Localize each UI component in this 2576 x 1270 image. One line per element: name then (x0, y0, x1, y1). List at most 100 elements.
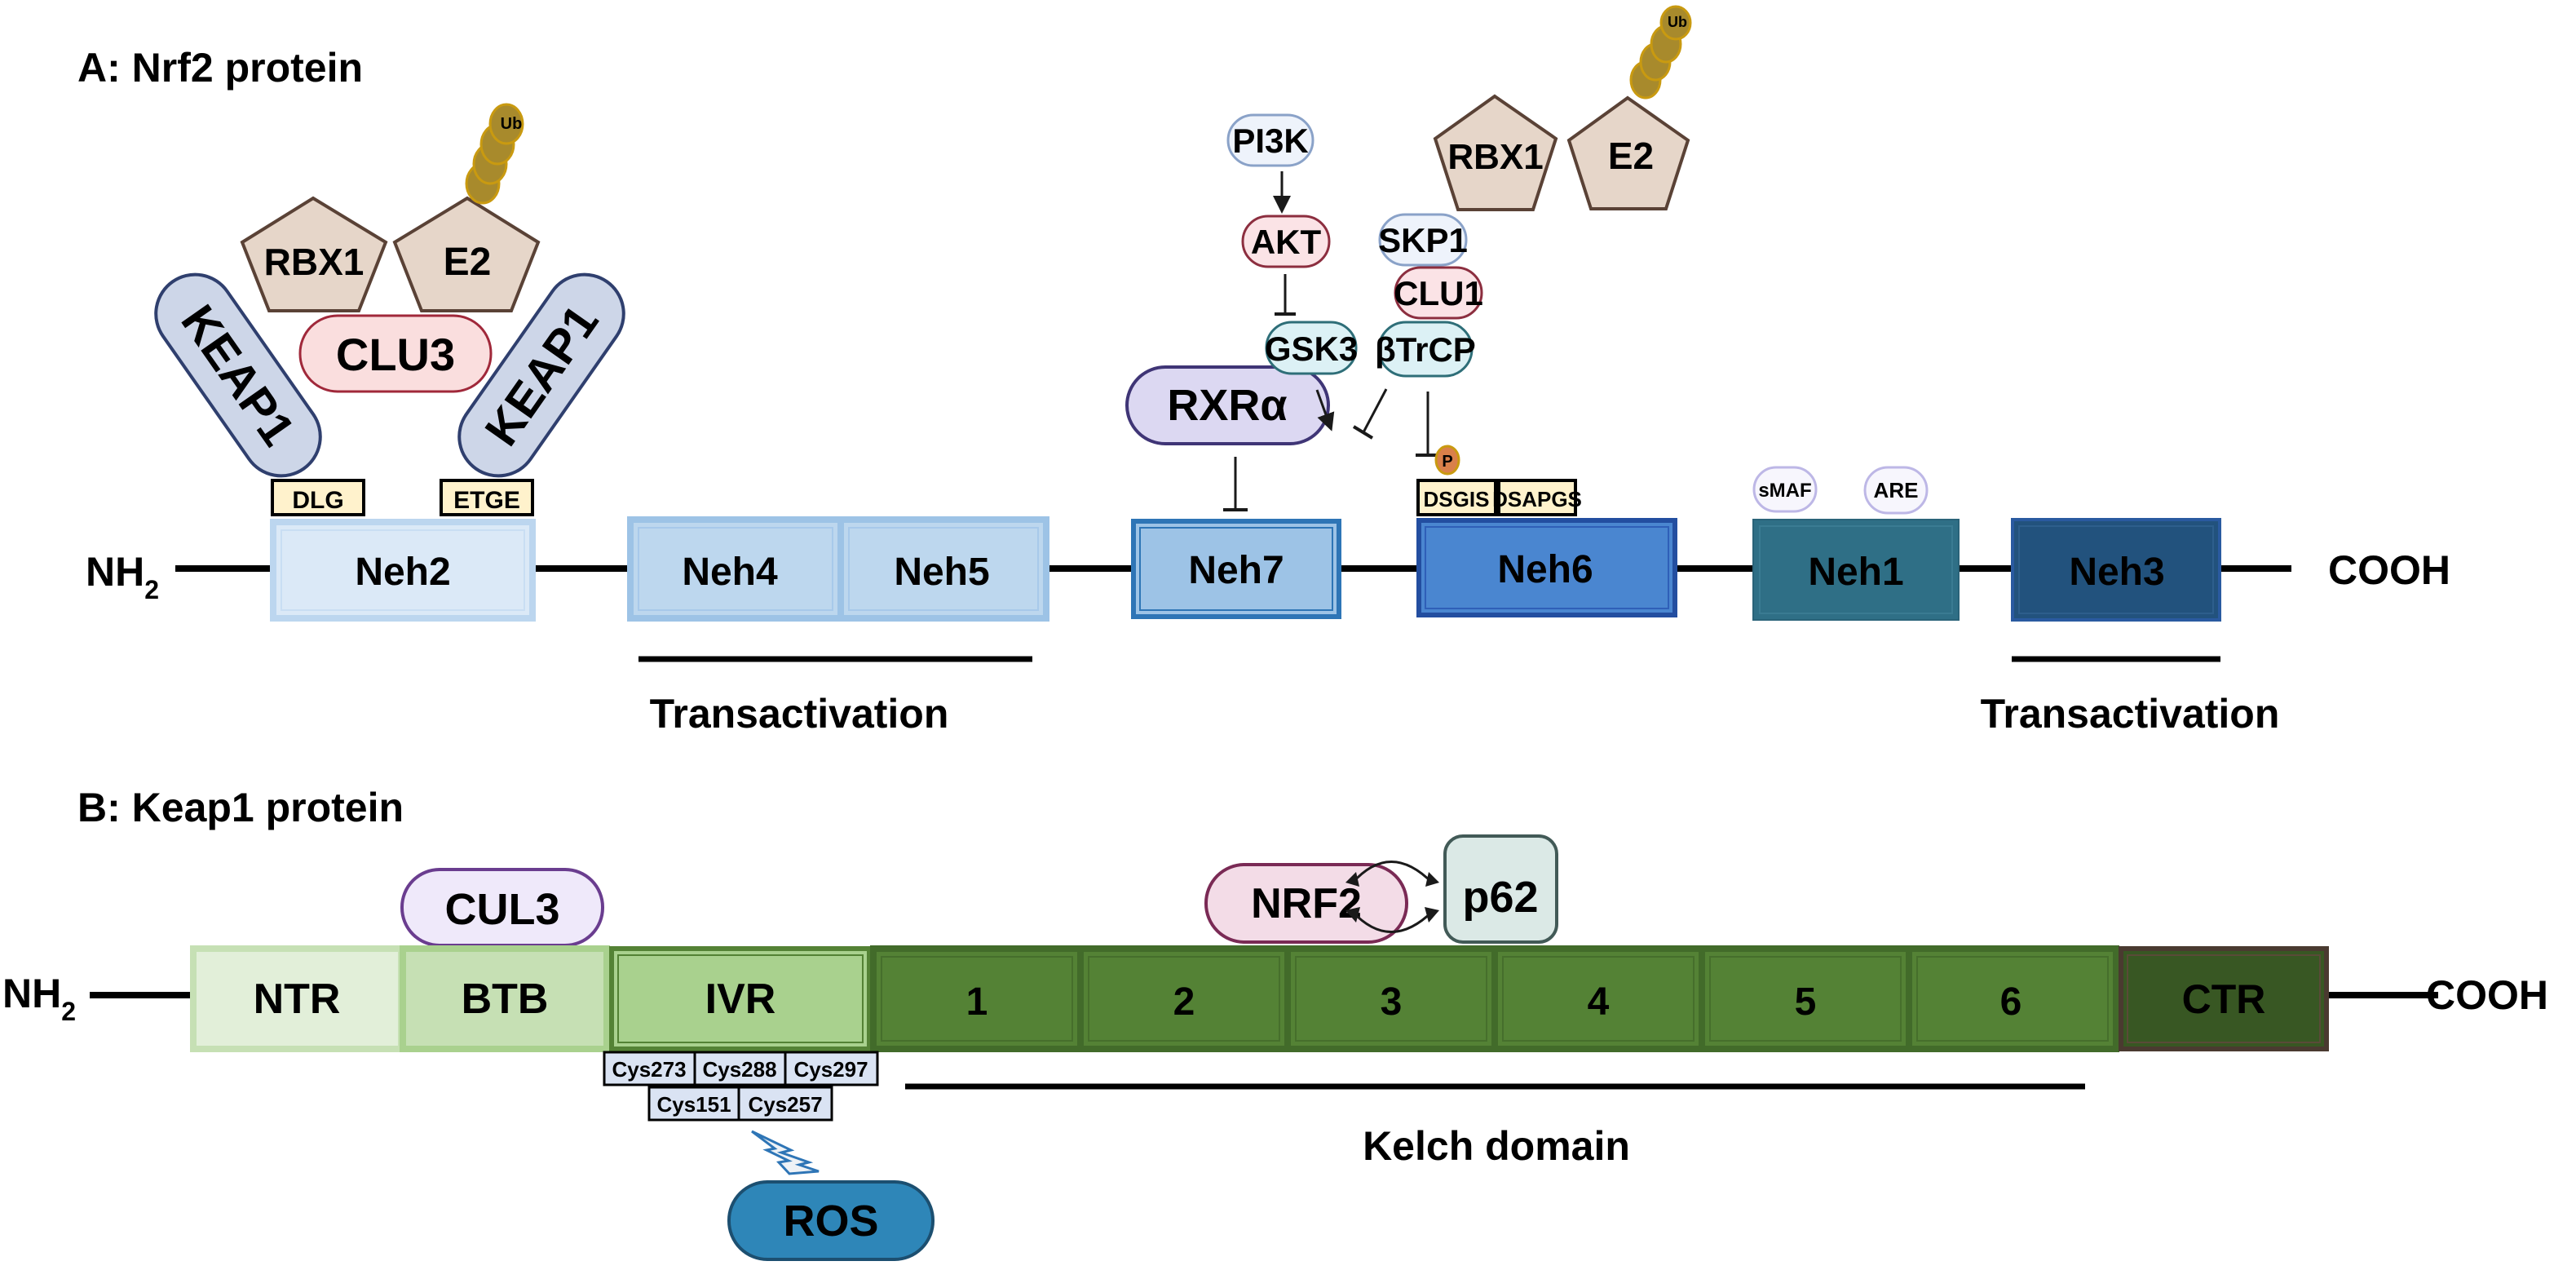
svg-text:Cys273: Cys273 (612, 1057, 686, 1082)
panel-a-title: A: Nrf2 protein (77, 45, 363, 91)
cysteine-residues: Cys273 Cys288 Cys297 Cys151 Cys257 (603, 1051, 879, 1122)
rbx1-left-label: RBX1 (264, 241, 365, 283)
motif-dsapgs[interactable]: DSAPGS (1492, 479, 1582, 516)
svg-text:4: 4 (1588, 980, 1610, 1024)
pi3k[interactable]: PI3K (1226, 113, 1315, 167)
nrf2-n-terminus: NH2 (86, 549, 159, 604)
transactivation-label-1: Transactivation (650, 691, 949, 737)
cul3-label: CUL3 (444, 885, 559, 934)
nrf2-label: NRF2 (1251, 880, 1362, 927)
kelch-repeat-1[interactable]: 1 (870, 945, 1084, 1052)
kelch-repeat-6[interactable]: 6 (1906, 945, 2119, 1052)
domain-neh1[interactable]: Neh1 (1752, 519, 1960, 621)
rxra-label: RXRα (1167, 381, 1287, 430)
svg-text:DSAPGS: DSAPGS (1492, 487, 1582, 511)
svg-text:2: 2 (1173, 980, 1195, 1024)
domain-neh5[interactable]: Neh5 (837, 516, 1049, 622)
e2-right[interactable]: E2 (1566, 95, 1690, 210)
btrcp-inhibits-dsgis (1352, 388, 1388, 440)
motif-dsgis[interactable]: DSGIS (1416, 479, 1497, 516)
domain-neh2[interactable]: Neh2 (270, 519, 536, 622)
kelch-repeats: 1 2 3 4 5 6 (870, 945, 2119, 1052)
neh4-label: Neh4 (682, 551, 778, 594)
btrcp-label: βTrCP (1375, 330, 1476, 369)
rxra-inhibits-neh7 (1223, 457, 1248, 511)
neh6-label: Neh6 (1497, 548, 1593, 591)
cys151[interactable]: Cys151 (647, 1086, 740, 1122)
akt-label: AKT (1251, 223, 1322, 261)
rbx1-left[interactable]: RBX1 (240, 196, 388, 312)
nrf2-binder[interactable]: NRF2 (1204, 863, 1408, 944)
neh2-label: Neh2 (355, 551, 450, 594)
ubiquitin-chain-left: Ub (465, 103, 524, 205)
gsk3-phosphorylates-arrow (1315, 389, 1335, 431)
domain-ctr[interactable]: CTR (2119, 946, 2329, 1051)
domain-neh6[interactable]: Neh6 (1416, 518, 1677, 617)
ubiquitin-chain-right: Ub (1629, 5, 1692, 100)
svg-text:DLG: DLG (292, 487, 343, 514)
are[interactable]: ARE (1863, 466, 1929, 515)
keap1-c-terminus: COOH (2426, 972, 2548, 1018)
svg-text:6: 6 (2000, 980, 2022, 1024)
ub-label-left: Ub (501, 115, 523, 133)
domain-ivr[interactable]: IVR (609, 946, 872, 1051)
clu3-label: CLU3 (336, 329, 455, 380)
e2-left-label: E2 (444, 241, 492, 284)
btrcp[interactable]: βTrCP (1375, 321, 1476, 378)
akt[interactable]: AKT (1241, 215, 1331, 268)
panel-b-title: B: Keap1 protein (77, 785, 404, 830)
akt-inhibits-gsk3 (1275, 274, 1296, 316)
rxra[interactable]: RXRα (1125, 365, 1330, 445)
kelch-repeat-3[interactable]: 3 (1284, 945, 1498, 1052)
cul3[interactable]: CUL3 (400, 868, 604, 947)
cys257[interactable]: Cys257 (737, 1086, 833, 1122)
svg-text:ETGE: ETGE (453, 487, 520, 514)
motif-etge[interactable]: ETGE (440, 479, 534, 516)
domain-neh4[interactable]: Neh4 (627, 516, 844, 622)
gsk3-label: GSK3 (1265, 330, 1358, 368)
cys288[interactable]: Cys288 (693, 1051, 787, 1086)
btb-label: BTB (462, 976, 549, 1023)
gsk3[interactable]: GSK3 (1265, 321, 1358, 375)
kelch-repeat-2[interactable]: 2 (1077, 945, 1291, 1052)
kelch-domain-label: Kelch domain (1363, 1123, 1630, 1169)
are-label: ARE (1874, 478, 1919, 502)
svg-text:DSGIS: DSGIS (1424, 487, 1490, 511)
neh7-label: Neh7 (1188, 549, 1284, 592)
ntr-label: NTR (254, 976, 341, 1023)
transactivation-label-2: Transactivation (1981, 691, 2280, 737)
cys297[interactable]: Cys297 (784, 1051, 879, 1086)
phosphate-label: P (1442, 453, 1452, 471)
e2-left[interactable]: E2 (392, 196, 541, 312)
domain-neh3[interactable]: Neh3 (2011, 518, 2221, 622)
svg-text:1: 1 (966, 980, 988, 1024)
kelch-repeat-4[interactable]: 4 (1491, 945, 1705, 1052)
svg-text:5: 5 (1795, 980, 1817, 1024)
neh5-label: Neh5 (894, 551, 989, 594)
smaf[interactable]: sMAF (1752, 466, 1818, 513)
ub-label-right: Ub (1668, 14, 1687, 30)
nrf2-c-terminus: COOH (2328, 547, 2450, 593)
svg-text:Cys297: Cys297 (793, 1057, 868, 1082)
e2-right-label: E2 (1608, 135, 1654, 177)
cys273[interactable]: Cys273 (603, 1051, 696, 1086)
kelch-repeat-5[interactable]: 5 (1699, 945, 1912, 1052)
ros[interactable]: ROS (727, 1180, 935, 1261)
clu1-label: CLU1 (1394, 274, 1483, 312)
domain-neh7[interactable]: Neh7 (1131, 519, 1341, 619)
skp1[interactable]: SKP1 (1378, 213, 1468, 267)
lightning-bolt-icon (751, 1130, 820, 1175)
ros-label: ROS (783, 1197, 878, 1246)
domain-btb[interactable]: BTB (400, 945, 610, 1052)
motif-dlg[interactable]: DLG (271, 479, 365, 516)
smaf-label: sMAF (1758, 480, 1811, 502)
neh3-label: Neh3 (2069, 551, 2164, 594)
p62[interactable]: p62 (1443, 834, 1558, 944)
domain-ntr[interactable]: NTR (190, 945, 404, 1052)
clu1[interactable]: CLU1 (1394, 266, 1483, 320)
ivr-label: IVR (705, 976, 776, 1023)
clu3[interactable]: CLU3 (298, 314, 493, 393)
rbx1-right-label: RBX1 (1447, 137, 1543, 177)
rbx1-right[interactable]: RBX1 (1433, 94, 1558, 211)
